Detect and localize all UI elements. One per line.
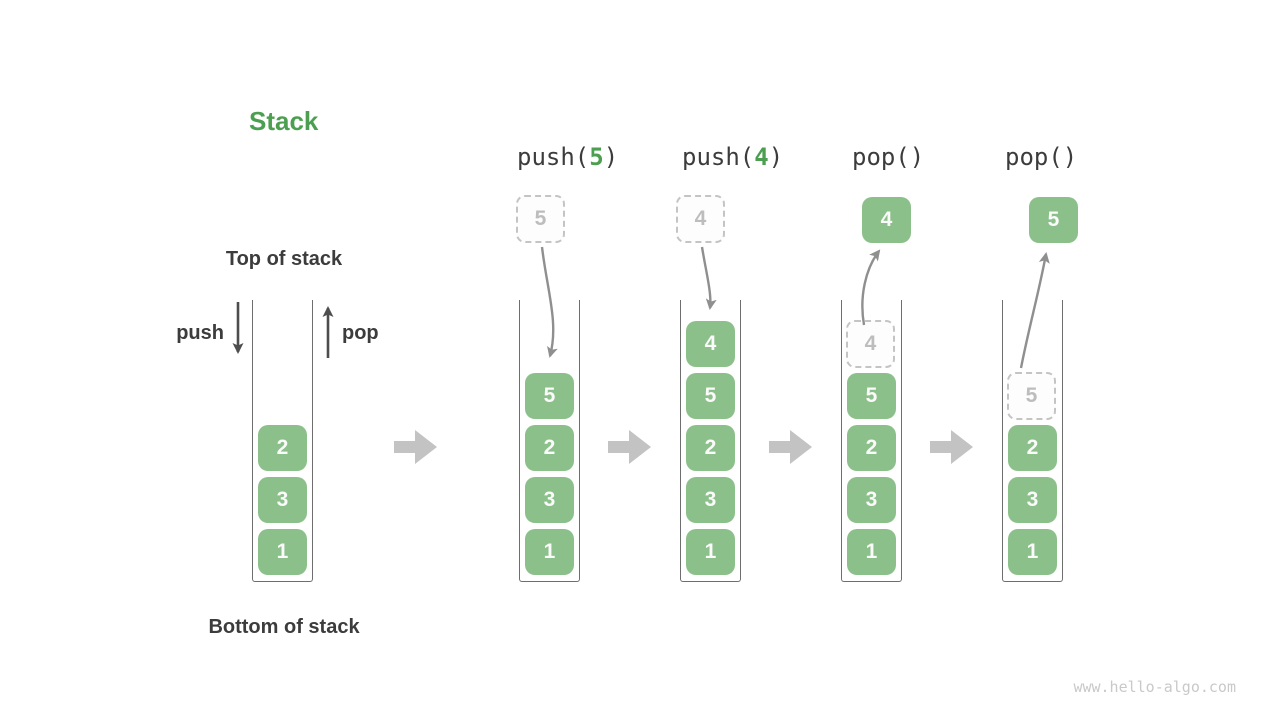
stack-container-push-4 (680, 300, 741, 582)
bottom-of-stack-label: Bottom of stack (208, 616, 360, 638)
op-text: pop() (1005, 143, 1078, 171)
stack-cell: 4 (686, 321, 735, 367)
stack-container-pop-2 (1002, 300, 1063, 582)
stack-cell: 1 (525, 529, 574, 575)
watermark: www.hello-algo.com (1073, 678, 1236, 696)
floating-dashed-box: 4 (676, 195, 725, 243)
stack-cell: 3 (258, 477, 307, 523)
next-step-arrow-icon (769, 430, 812, 464)
stack-container-push-5 (519, 300, 580, 582)
floating-dashed-box: 5 (516, 195, 565, 243)
stack-cell: 5 (847, 373, 896, 419)
op-arg: 4 (754, 143, 769, 171)
stack-container-initial (252, 300, 313, 582)
op-text: push( (517, 143, 590, 171)
stack-cell-ghost: 4 (846, 320, 895, 368)
stack-cell: 1 (686, 529, 735, 575)
stack-cell: 3 (1008, 477, 1057, 523)
popped-value-box: 5 (1029, 197, 1078, 243)
op-label-pop-2: pop() (1005, 144, 1077, 170)
stack-cell: 2 (1008, 425, 1057, 471)
stack-cell-ghost: 5 (1007, 372, 1056, 420)
op-label-push-5: push(5) (517, 144, 618, 170)
push-4-motion-arrow-icon (700, 246, 717, 310)
stack-cell: 5 (686, 373, 735, 419)
stack-cell: 1 (1008, 529, 1057, 575)
top-of-stack-label: Top of stack (225, 248, 343, 270)
next-step-arrow-icon (394, 430, 437, 464)
op-text: pop() (852, 143, 925, 171)
stack-cell: 2 (525, 425, 574, 471)
stack-cell: 3 (686, 477, 735, 523)
popped-value-box: 4 (862, 197, 911, 243)
diagram-title: Stack (249, 106, 319, 136)
stack-container-pop-1 (841, 300, 902, 582)
op-text: ) (768, 143, 784, 171)
op-label-pop-1: pop() (852, 144, 924, 170)
stack-cell: 1 (258, 529, 307, 575)
stack-cell: 1 (847, 529, 896, 575)
stack-cell: 5 (525, 373, 574, 419)
pop-label: pop (342, 322, 379, 344)
op-arg: 5 (589, 143, 604, 171)
op-label-push-4: push(4) (682, 144, 783, 170)
stack-cell: 3 (847, 477, 896, 523)
op-text: ) (603, 143, 619, 171)
next-step-arrow-icon (930, 430, 973, 464)
push-label: push (176, 322, 224, 344)
op-text: push( (682, 143, 755, 171)
next-step-arrow-icon (608, 430, 651, 464)
stack-cell: 2 (847, 425, 896, 471)
stack-cell: 3 (525, 477, 574, 523)
stack-cell: 2 (686, 425, 735, 471)
stack-cell: 2 (258, 425, 307, 471)
